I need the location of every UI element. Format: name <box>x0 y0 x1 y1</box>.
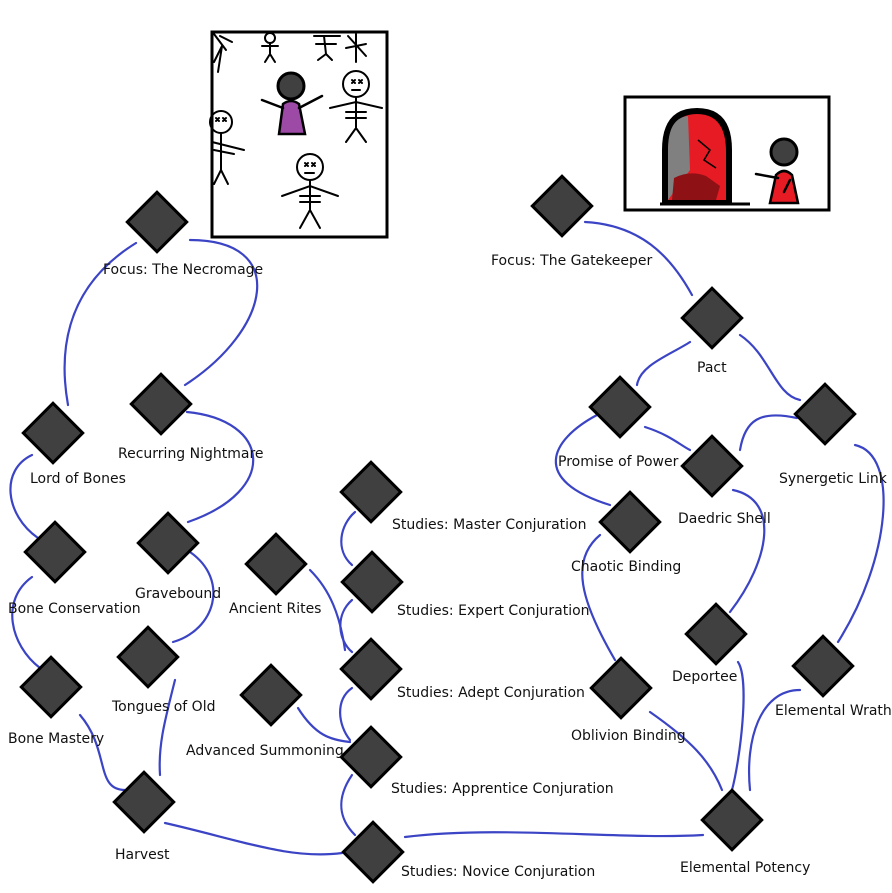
perk-node-harvest[interactable] <box>112 770 176 834</box>
perk-node-elemental-potency[interactable] <box>700 788 764 852</box>
perk-node-synergetic-link[interactable] <box>793 382 857 446</box>
connection-line <box>738 414 799 452</box>
perk-label-studies-apprentice: Studies: Apprentice Conjuration <box>391 781 614 797</box>
connection-line <box>185 410 255 524</box>
connection-line <box>11 575 42 670</box>
perk-label-elemental-potency: Elemental Potency <box>680 860 810 876</box>
perk-node-ancient-rites[interactable] <box>244 532 308 596</box>
perk-node-studies-novice[interactable] <box>341 820 405 884</box>
connection-line <box>339 686 354 742</box>
connection-line <box>648 710 724 792</box>
perk-node-focus-necromage[interactable] <box>125 190 189 254</box>
connection-line <box>738 333 802 402</box>
perk-label-gravebound: Gravebound <box>135 586 221 602</box>
perk-connections <box>9 220 885 856</box>
connection-line <box>183 238 259 387</box>
connection-line <box>340 773 357 837</box>
perk-label-harvest: Harvest <box>115 847 170 863</box>
perk-label-studies-master: Studies: Master Conjuration <box>392 517 587 533</box>
connection-line <box>78 713 127 792</box>
connection-line <box>728 488 766 614</box>
connection-line <box>339 598 354 654</box>
perk-label-pact: Pact <box>697 360 727 376</box>
perk-label-bone-mastery: Bone Mastery <box>8 731 104 747</box>
perk-label-synergetic-link: Synergetic Link <box>779 471 888 487</box>
gatekeeper-portal-illustration <box>623 95 831 212</box>
perk-label-oblivion-binding: Oblivion Binding <box>571 728 686 744</box>
connection-line <box>308 568 347 652</box>
connection-line <box>554 413 612 507</box>
perk-node-studies-expert[interactable] <box>340 550 404 614</box>
connection-line <box>730 660 745 792</box>
connection-line <box>635 340 692 387</box>
perk-node-recurring-nightmare[interactable] <box>129 372 193 436</box>
perk-labels: Focus: The Necromage Recurring Nightmare… <box>8 253 892 880</box>
connection-line <box>158 678 177 777</box>
perk-label-promise-of-power: Promise of Power <box>558 454 679 470</box>
connection-line <box>340 510 357 567</box>
perk-node-studies-adept[interactable] <box>339 637 403 701</box>
perk-node-bone-conservation[interactable] <box>23 520 87 584</box>
perk-node-promise-of-power[interactable] <box>588 375 652 439</box>
connection-line <box>836 443 885 644</box>
perk-node-studies-apprentice[interactable] <box>339 725 403 789</box>
perk-label-lord-of-bones: Lord of Bones <box>30 471 126 487</box>
perk-node-pact[interactable] <box>680 286 744 350</box>
connection-line <box>9 453 40 540</box>
perk-label-tongues-of-old: Tongues of Old <box>111 699 215 715</box>
perk-label-studies-expert: Studies: Expert Conjuration <box>397 603 590 619</box>
perk-label-focus-gatekeeper: Focus: The Gatekeeper <box>491 253 653 269</box>
perk-label-recurring-nightmare: Recurring Nightmare <box>118 446 264 462</box>
necromage-illustration <box>209 30 389 239</box>
perk-node-bone-mastery[interactable] <box>19 655 83 719</box>
perk-node-elemental-wrath[interactable] <box>791 634 855 698</box>
connection-line <box>171 550 215 644</box>
perk-node-chaotic-binding[interactable] <box>598 490 662 554</box>
perk-label-studies-novice: Studies: Novice Conjuration <box>401 864 595 880</box>
perk-label-focus-necromage: Focus: The Necromage <box>103 262 263 278</box>
perk-node-daedric-shell[interactable] <box>680 434 744 498</box>
connection-line <box>63 241 138 407</box>
perk-label-advanced-summoning: Advanced Summoning <box>186 743 344 759</box>
perk-node-lord-of-bones[interactable] <box>21 401 85 465</box>
connection-line <box>403 831 705 839</box>
perk-label-studies-adept: Studies: Adept Conjuration <box>397 685 585 701</box>
connection-line <box>163 821 344 856</box>
perk-node-tongues-of-old[interactable] <box>116 625 180 689</box>
connection-line <box>581 533 617 662</box>
perk-node-deportee[interactable] <box>684 602 748 666</box>
perk-node-focus-gatekeeper[interactable] <box>530 174 594 238</box>
perk-node-advanced-summoning[interactable] <box>239 663 303 727</box>
perk-label-ancient-rites: Ancient Rites <box>229 601 321 617</box>
connection-line <box>643 425 692 452</box>
perk-nodes <box>19 174 857 884</box>
perk-label-bone-conservation: Bone Conservation <box>8 601 141 617</box>
perk-node-gravebound[interactable] <box>136 511 200 575</box>
connection-line <box>748 688 802 792</box>
connection-line <box>296 706 352 744</box>
perk-node-studies-master[interactable] <box>339 460 403 524</box>
perk-node-oblivion-binding[interactable] <box>589 656 653 720</box>
connection-line <box>583 220 694 297</box>
perk-label-chaotic-binding: Chaotic Binding <box>571 559 681 575</box>
perk-label-daedric-shell: Daedric Shell <box>678 511 771 527</box>
perk-label-deportee: Deportee <box>672 669 737 685</box>
perk-label-elemental-wrath: Elemental Wrath <box>775 703 892 719</box>
